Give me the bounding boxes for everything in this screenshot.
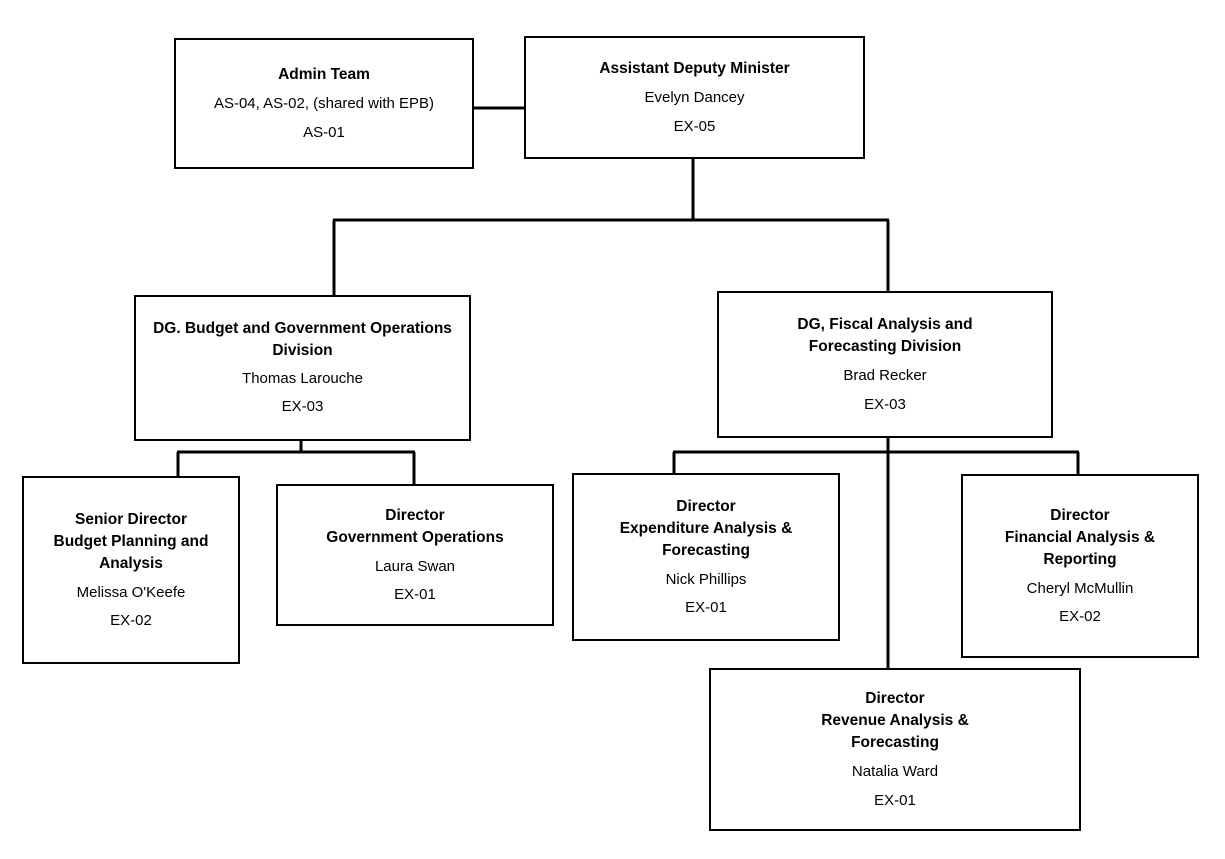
node-admin-team-classification-line: AS-04, AS-02, (shared with EPB) (213, 95, 435, 113)
node-dir-revenue-level: EX-01 (874, 791, 916, 809)
node-admin-team-title: Admin Team (278, 66, 370, 84)
node-dg-fiscal-title-line1: DG, Fiscal Analysis and (797, 316, 973, 334)
node-director-revenue-analysis-and-forecasting[interactable]: Director Revenue Analysis & Forecasting … (709, 668, 1081, 831)
node-adm-name: Evelyn Dancey (644, 89, 745, 107)
node-dir-revenue-name: Natalia Ward (851, 763, 939, 781)
node-dir-financial-level: EX-02 (1059, 608, 1101, 625)
node-admin-team[interactable]: Admin Team AS-04, AS-02, (shared with EP… (174, 38, 474, 169)
node-dir-expenditure-name: Nick Phillips (665, 570, 747, 588)
node-dg-fiscal-analysis-and-forecasting[interactable]: DG, Fiscal Analysis and Forecasting Divi… (717, 291, 1053, 438)
node-dg-budget-level: EX-03 (281, 398, 324, 416)
node-dir-financial-title-line3: Reporting (1043, 550, 1117, 568)
node-dir-financial-title-line2: Financial Analysis & (1004, 528, 1156, 546)
node-dir-expenditure-title-line3: Forecasting (662, 541, 750, 559)
node-dg-budget-name: Thomas Larouche (242, 370, 363, 388)
node-adm-title: Assistant Deputy Minister (599, 60, 790, 78)
node-dir-gov-ops-title-line1: Director (385, 506, 445, 524)
node-dir-revenue-title-line2: Revenue Analysis & (821, 712, 969, 730)
node-dg-fiscal-title-line2: Forecasting Division (808, 338, 962, 356)
node-senior-director-budget-planning-and-analysis[interactable]: Senior Director Budget Planning and Anal… (22, 476, 240, 664)
node-dg-fiscal-level: EX-03 (864, 395, 906, 413)
node-adm-level: EX-05 (673, 117, 716, 135)
node-director-government-operations[interactable]: Director Government Operations Laura Swa… (276, 484, 554, 626)
node-dir-gov-ops-level: EX-01 (394, 586, 436, 603)
node-dir-revenue-title-line3: Forecasting (851, 734, 939, 752)
node-director-financial-analysis-and-reporting[interactable]: Director Financial Analysis & Reporting … (961, 474, 1199, 658)
node-dir-revenue-title-line1: Director (865, 690, 925, 708)
node-dg-budget-title-line1: DG. Budget and Government Operations (153, 320, 452, 338)
node-dir-gov-ops-name: Laura Swan (374, 557, 456, 575)
node-senior-dir-budget-title-line1: Senior Director (75, 510, 187, 528)
node-dir-expenditure-level: EX-01 (685, 599, 727, 616)
node-senior-dir-budget-level: EX-02 (110, 612, 152, 629)
node-senior-dir-budget-name: Melissa O'Keefe (76, 583, 186, 601)
node-assistant-deputy-minister[interactable]: Assistant Deputy Minister Evelyn Dancey … (524, 36, 865, 159)
node-dir-financial-title-line1: Director (1050, 506, 1110, 524)
node-dir-expenditure-title-line1: Director (676, 497, 736, 515)
node-dir-gov-ops-title-line2: Government Operations (326, 528, 504, 546)
node-director-expenditure-analysis-and-forecasting[interactable]: Director Expenditure Analysis & Forecast… (572, 473, 840, 641)
node-dg-fiscal-name: Brad Recker (843, 367, 927, 385)
node-senior-dir-budget-title-line3: Analysis (99, 554, 163, 572)
node-dir-financial-name: Cheryl McMullin (1026, 579, 1134, 597)
node-admin-team-level: AS-01 (303, 123, 345, 141)
node-dg-budget-title-line2: Division (272, 341, 333, 359)
node-dir-expenditure-title-line2: Expenditure Analysis & (619, 519, 793, 537)
node-dg-budget-and-government-operations[interactable]: DG. Budget and Government Operations Div… (134, 295, 471, 441)
node-senior-dir-budget-title-line2: Budget Planning and (53, 532, 209, 550)
